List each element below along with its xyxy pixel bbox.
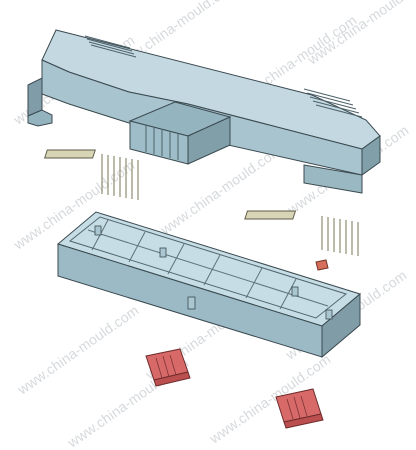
watermark-8: www.china-mould.com <box>14 302 142 398</box>
top-right-rib-pattern <box>303 88 363 118</box>
center-connector-block <box>128 101 232 165</box>
bottom-tray-housing <box>56 211 362 359</box>
left-pin-array <box>44 149 139 200</box>
red-latch-clip-right <box>275 388 324 429</box>
right-pin-array <box>244 210 359 256</box>
small-connector-clip <box>315 259 329 271</box>
red-latch-clip-left <box>145 348 191 387</box>
top-housing-cover <box>27 29 381 194</box>
top-left-rib-pattern <box>84 35 137 58</box>
